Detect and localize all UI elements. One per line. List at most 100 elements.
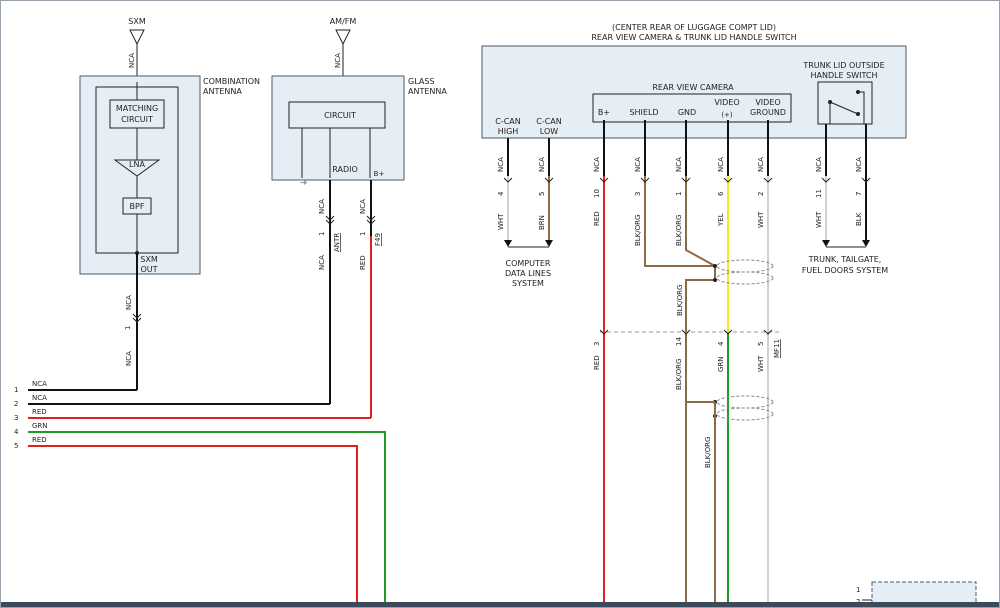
mf-name: MF11	[773, 339, 781, 358]
connector-icon	[366, 215, 376, 225]
connector-icon	[132, 313, 142, 323]
switch-title-1: TRUNK LID OUTSIDE	[802, 61, 884, 70]
combo-title-2: ANTENNA	[203, 87, 242, 96]
pin-3-nca: NCA	[634, 157, 642, 172]
glass-circuit: CIRCUIT	[324, 111, 356, 120]
sxm-out-1: SXM	[140, 255, 158, 264]
glass-conn-1: ANTR	[333, 233, 341, 252]
camera-pin-labels: NCA NCA NCA NCA NCA NCA NCA NCA NCA 4 5 …	[497, 157, 863, 246]
wire-2-num: 2	[14, 400, 18, 408]
cam-video-1: VIDEO	[714, 98, 739, 107]
camera-module: (CENTER REAR OF LUGGAGE COMPT LID) REAR …	[481, 23, 907, 139]
connector-icon	[325, 215, 335, 225]
pin-6-color: WHT	[757, 211, 765, 228]
cam-vground-1: VIDEO	[755, 98, 780, 107]
cam-video-2: (+)	[721, 111, 733, 119]
pin-8-num: 7	[855, 192, 863, 196]
wire-5-color: RED	[32, 436, 47, 444]
camera-pin-wires	[503, 120, 871, 608]
glass-title-1: GLASS	[408, 77, 434, 86]
pin-5-nca: NCA	[717, 157, 725, 172]
pin-7-color: WHT	[815, 211, 823, 228]
can-low-1: C-CAN	[536, 117, 562, 126]
window-bottom-bar	[0, 602, 1000, 608]
pin-2-num: 10	[593, 189, 601, 198]
cam-vground-2: GROUND	[750, 108, 786, 117]
pin-4-num: 1	[675, 192, 683, 196]
switch-icon	[828, 90, 865, 124]
pin-8-color: BLK	[855, 212, 863, 226]
glass-conn-2: F49	[374, 233, 382, 246]
cam-bplus: B+	[598, 108, 610, 117]
wire-3-num: 3	[14, 414, 18, 422]
mf-connector: BLK/ORG 3 14 4 5 MF11 RED BLK/ORG GRN WH…	[593, 285, 781, 468]
arrow-icon	[822, 240, 830, 247]
glass-antenna: GLASS ANTENNA CIRCUIT ⏚ RADIO B+ NCA NCA…	[271, 75, 447, 418]
antenna-icon	[335, 29, 351, 46]
amfm-label: AM/FM	[330, 17, 357, 26]
mf-pin-0-color: RED	[593, 355, 601, 370]
mf-pin-2-color: GRN	[717, 356, 725, 372]
lna-label: LNA	[129, 160, 145, 169]
glass-radio-wire-2: NCA	[318, 255, 326, 270]
wire-2-color: NCA	[32, 394, 47, 402]
destination-labels: COMPUTER DATA LINES SYSTEM TRUNK, TAILGA…	[505, 255, 888, 288]
pin-1-color: BRN	[538, 215, 546, 230]
sxm-out-2: OUT	[140, 265, 157, 274]
cam-shield: SHIELD	[629, 108, 658, 117]
mf-pin-1-num: 14	[675, 337, 683, 346]
bpf-label: BPF	[130, 202, 145, 211]
pin-3-num: 3	[634, 192, 642, 196]
pin-0-color: WHT	[497, 213, 505, 230]
ground-icon: ⏚	[300, 179, 308, 186]
shield-mid-label: BLK/ORG	[676, 285, 684, 316]
glass-bplus-wire: NCA	[359, 199, 367, 214]
pin-1-nca: NCA	[538, 157, 546, 172]
wire-1-color: NCA	[32, 380, 47, 388]
sxm-label: SXM	[128, 17, 146, 26]
connector-icon	[503, 177, 871, 183]
combo-wire-nca-1: NCA	[125, 295, 133, 310]
glass-bplus-wire-2: RED	[359, 255, 367, 270]
connector-icon	[599, 329, 773, 335]
pin-0-nca: NCA	[497, 157, 505, 172]
pin-2-color: RED	[593, 211, 601, 226]
glass-bplus: B+	[374, 170, 385, 178]
matching-2: CIRCUIT	[121, 115, 153, 124]
pin-1-num: 5	[538, 192, 546, 196]
sxm-nca-top: NCA	[128, 53, 136, 68]
mf-pin-0-num: 3	[593, 342, 601, 346]
pin-5-num: 6	[717, 191, 725, 196]
trunk-sys-2: FUEL DOORS SYSTEM	[802, 266, 888, 275]
module-header-2: REAR VIEW CAMERA & TRUNK LID HANDLE SWIT…	[591, 33, 796, 42]
glass-radio: RADIO	[332, 165, 358, 174]
can-high-2: HIGH	[498, 127, 519, 136]
wire-4-color: GRN	[32, 422, 48, 430]
glass-pin-2: 1	[359, 232, 367, 236]
wire-1-num: 1	[14, 386, 18, 394]
lower-shield-label: BLK/ORG	[704, 437, 712, 468]
pin-4-color: BLK/ORG	[675, 215, 683, 246]
mf-pin-3-num: 5	[757, 342, 765, 346]
combo-wire-nca-2: NCA	[125, 351, 133, 366]
computer-data-3: SYSTEM	[512, 279, 544, 288]
wire-3-color: RED	[32, 408, 47, 416]
amfm-nca-top: NCA	[334, 53, 342, 68]
lna-amp-icon	[113, 159, 161, 177]
pin-0-num: 4	[497, 191, 505, 196]
pin-3-color: BLK/ORG	[634, 215, 642, 246]
left-wire-harness: 1 2 3 4 5 NCA NCA RED GRN RED	[14, 380, 386, 608]
mf-pin-3-color: WHT	[757, 355, 765, 372]
computer-data-2: DATA LINES	[505, 269, 551, 278]
pin-6-nca: NCA	[757, 157, 765, 172]
wire-4-num: 4	[14, 428, 19, 436]
pin-7-num: 11	[815, 189, 823, 198]
mf-pin-1-color: BLK/ORG	[675, 359, 683, 390]
antenna-icon	[129, 29, 145, 46]
computer-data-1: COMPUTER	[506, 259, 551, 268]
combination-antenna: COMBINATION ANTENNA MATCHING CIRCUIT LNA…	[79, 75, 260, 390]
matching-1: MATCHING	[116, 104, 158, 113]
arrow-icon	[862, 240, 870, 247]
pin-2-nca: NCA	[593, 157, 601, 172]
pin-6-num: 2	[757, 192, 765, 196]
